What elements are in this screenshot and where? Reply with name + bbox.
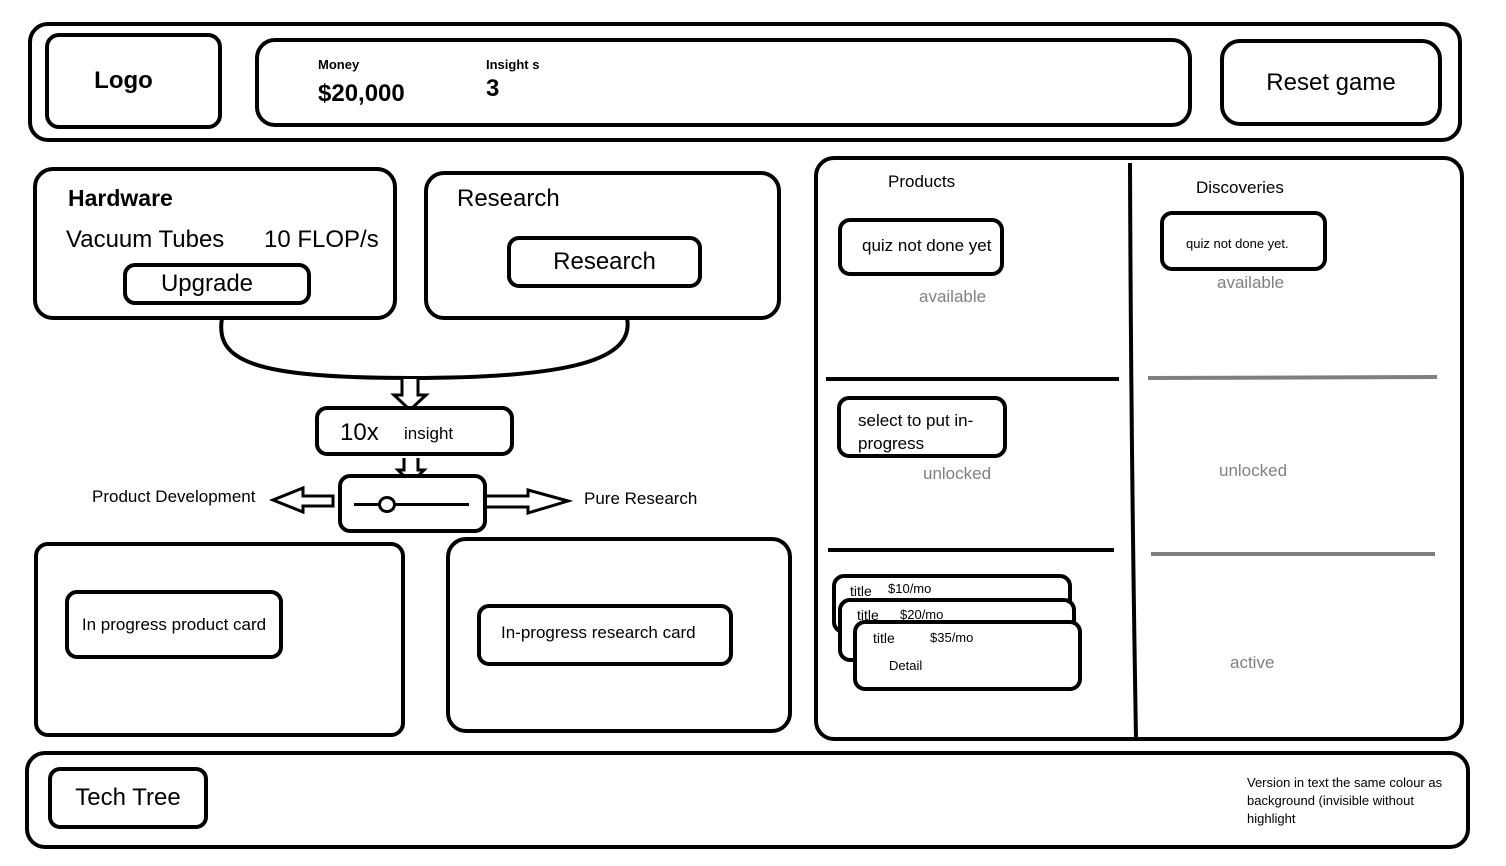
product-available-card-label: quiz not done yet	[862, 236, 992, 255]
active-product-price: $20/mo	[900, 607, 944, 622]
arrow-right	[483, 488, 574, 516]
reset-game-label: Reset game	[1266, 68, 1396, 96]
arrow-left	[268, 485, 335, 515]
insights-label: Insight s	[486, 57, 540, 72]
discoveries-active-label: active	[1230, 653, 1275, 672]
discoveries-unlocked-label: unlocked	[1219, 461, 1288, 480]
active-product-price: $35/mo	[930, 630, 974, 645]
insight-multiplier: 10x	[340, 419, 379, 446]
product-development-label: Product Development	[92, 487, 256, 506]
product-unlocked-card-label: select to put in-progress	[858, 411, 974, 453]
active-product-title: title	[850, 583, 872, 599]
discovery-available-card-label: quiz not done yet.	[1186, 236, 1289, 251]
insight-unit: insight	[404, 424, 454, 443]
stats-panel: Money $20,000 Insight s 3	[255, 38, 1192, 127]
discovery-available-card[interactable]: quiz not done yet.	[1160, 211, 1327, 271]
inprogress-product-card[interactable]: In progress product card	[65, 590, 283, 659]
products-title: Products	[888, 172, 956, 191]
discoveries-title: Discoveries	[1196, 178, 1284, 197]
research-button[interactable]: Research	[507, 236, 702, 288]
discoveries-available-label: available	[1217, 273, 1285, 292]
logo-text: Logo	[94, 67, 153, 94]
inprogress-product-card-label: In progress product card	[81, 614, 267, 634]
active-product-detail: Detail	[889, 658, 923, 673]
hardware-item: Vacuum Tubes	[66, 226, 225, 253]
hardware-speed: 10 FLOP/s	[264, 226, 379, 253]
products-unlocked-label: unlocked	[923, 464, 992, 483]
slider-handle[interactable]	[378, 496, 396, 513]
insights-value: 3	[486, 75, 500, 102]
tech-tree-label: Tech Tree	[75, 784, 181, 811]
research-title: Research	[457, 185, 560, 212]
hardware-title: Hardware	[68, 185, 173, 211]
active-product-card[interactable]: title $35/mo Detail	[853, 620, 1082, 691]
money-label: Money	[318, 57, 360, 72]
reset-game-button[interactable]: Reset game	[1220, 39, 1442, 126]
product-available-card[interactable]: quiz not done yet	[838, 218, 1004, 276]
product-unlocked-card[interactable]: select to put in-progress	[837, 396, 1007, 458]
inprogress-research-card-label: In-progress research card	[501, 623, 696, 642]
money-value: $20,000	[318, 80, 405, 107]
footer-bar	[25, 751, 1470, 849]
active-product-title: title	[857, 607, 879, 623]
active-product-price: $10/mo	[888, 581, 932, 596]
merge-curve	[219, 317, 630, 381]
slider-track	[354, 503, 469, 506]
allocation-slider[interactable]	[338, 474, 487, 533]
upgrade-button[interactable]: Upgrade	[123, 263, 311, 305]
version-note: Version in text the same colour as backg…	[1247, 775, 1443, 826]
inprogress-research-card[interactable]: In-progress research card	[477, 604, 733, 666]
logo: Logo	[45, 33, 222, 129]
products-available-label: available	[919, 287, 987, 306]
pure-research-label: Pure Research	[584, 489, 698, 508]
active-product-title: title	[873, 630, 895, 646]
insight-rate-box: 10x insight	[315, 406, 514, 456]
upgrade-label: Upgrade	[160, 270, 254, 297]
research-button-label: Research	[553, 248, 656, 275]
tech-tree-button[interactable]: Tech Tree	[48, 767, 208, 829]
